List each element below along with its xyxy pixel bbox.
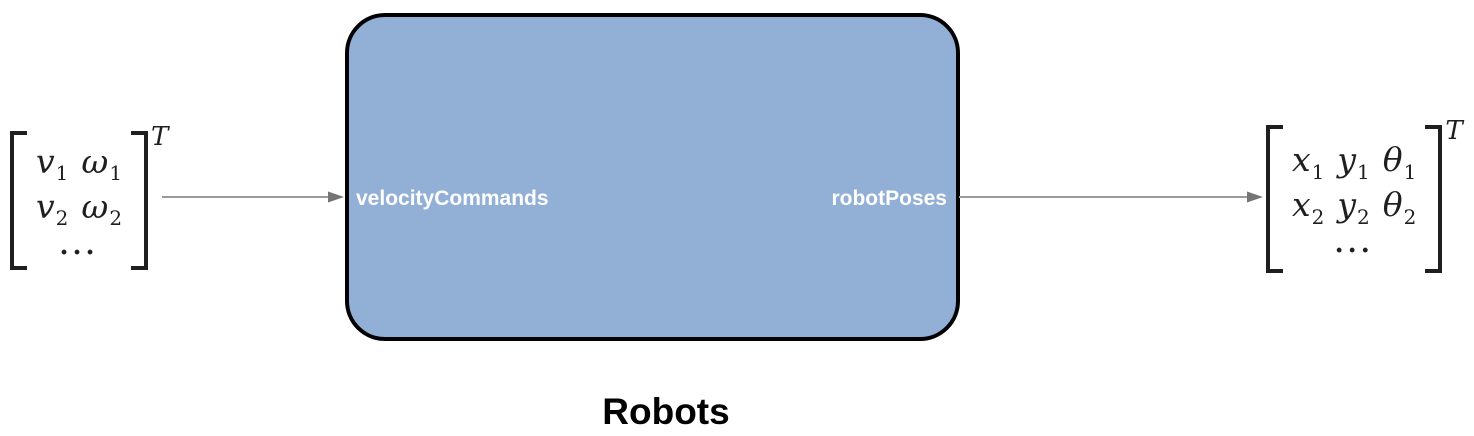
matrix-var: x [1292, 185, 1311, 224]
matrix-subscript: 1 [109, 161, 123, 186]
matrix-cell: ω2 [81, 184, 122, 229]
matrix-var: y [1337, 140, 1357, 179]
matrix-var: v [36, 141, 55, 181]
output-matrix: x1 y1 θ1 x2 y2 θ2 ... T [1266, 118, 1463, 273]
matrix-subscript: 2 [109, 206, 123, 231]
matrix-subscript: 1 [1311, 159, 1325, 184]
matrix-cell: x1 [1292, 137, 1324, 182]
input-matrix: v1 ω1 v2 ω2 ... T [10, 124, 168, 270]
matrix-var: v [36, 186, 55, 226]
matrix-subscript: 1 [1357, 159, 1370, 184]
matrix-cell: θ2 [1383, 182, 1417, 227]
matrix-var: ω [81, 141, 109, 181]
output-port-label: robotPoses [831, 187, 947, 210]
matrix-subscript: 2 [1357, 204, 1370, 229]
right-bracket [131, 131, 149, 270]
robots-block: velocityCommands robotPoses [345, 13, 960, 341]
matrix-subscript: 2 [1403, 204, 1417, 229]
matrix-ellipsis: ... [1334, 229, 1374, 259]
left-bracket [1266, 125, 1283, 273]
transpose-superscript: T [1445, 116, 1463, 146]
matrix-ellipsis: ... [59, 230, 99, 261]
matrix-subscript: 2 [1311, 204, 1325, 229]
matrix-cell: y2 [1337, 182, 1369, 227]
matrix-var: θ [1382, 140, 1403, 179]
input-arrow [162, 191, 344, 203]
input-port-label: velocityCommands [356, 187, 549, 210]
matrix-row: x2 y2 θ2 [1292, 182, 1416, 227]
right-bracket [1425, 125, 1443, 273]
matrix-subscript: 1 [55, 161, 69, 186]
matrix-var: θ [1382, 185, 1403, 224]
matrix-cell: y1 [1337, 137, 1369, 182]
matrix-cell: x2 [1292, 182, 1324, 227]
block-name: Robots [602, 391, 730, 432]
left-bracket [10, 131, 27, 270]
output-matrix-rows: x1 y1 θ1 x2 y2 θ2 ... [1283, 125, 1425, 273]
matrix-cell: v2 [36, 184, 68, 229]
output-arrow [959, 191, 1263, 203]
matrix-row: v2 ω2 [36, 184, 122, 229]
matrix-cell: v1 [36, 139, 68, 184]
matrix-subscript: 1 [1403, 159, 1417, 184]
matrix-subscript: 2 [55, 206, 69, 231]
matrix-cell: θ1 [1383, 137, 1417, 182]
transpose-superscript: T [151, 122, 169, 152]
matrix-cell: ω1 [81, 139, 122, 184]
matrix-row: x1 y1 θ1 [1292, 137, 1416, 182]
matrix-var: y [1337, 185, 1357, 224]
matrix-row: v1 ω1 [36, 139, 122, 184]
matrix-var: ω [81, 186, 109, 226]
matrix-var: x [1292, 140, 1311, 179]
input-matrix-rows: v1 ω1 v2 ω2 ... [27, 131, 131, 270]
